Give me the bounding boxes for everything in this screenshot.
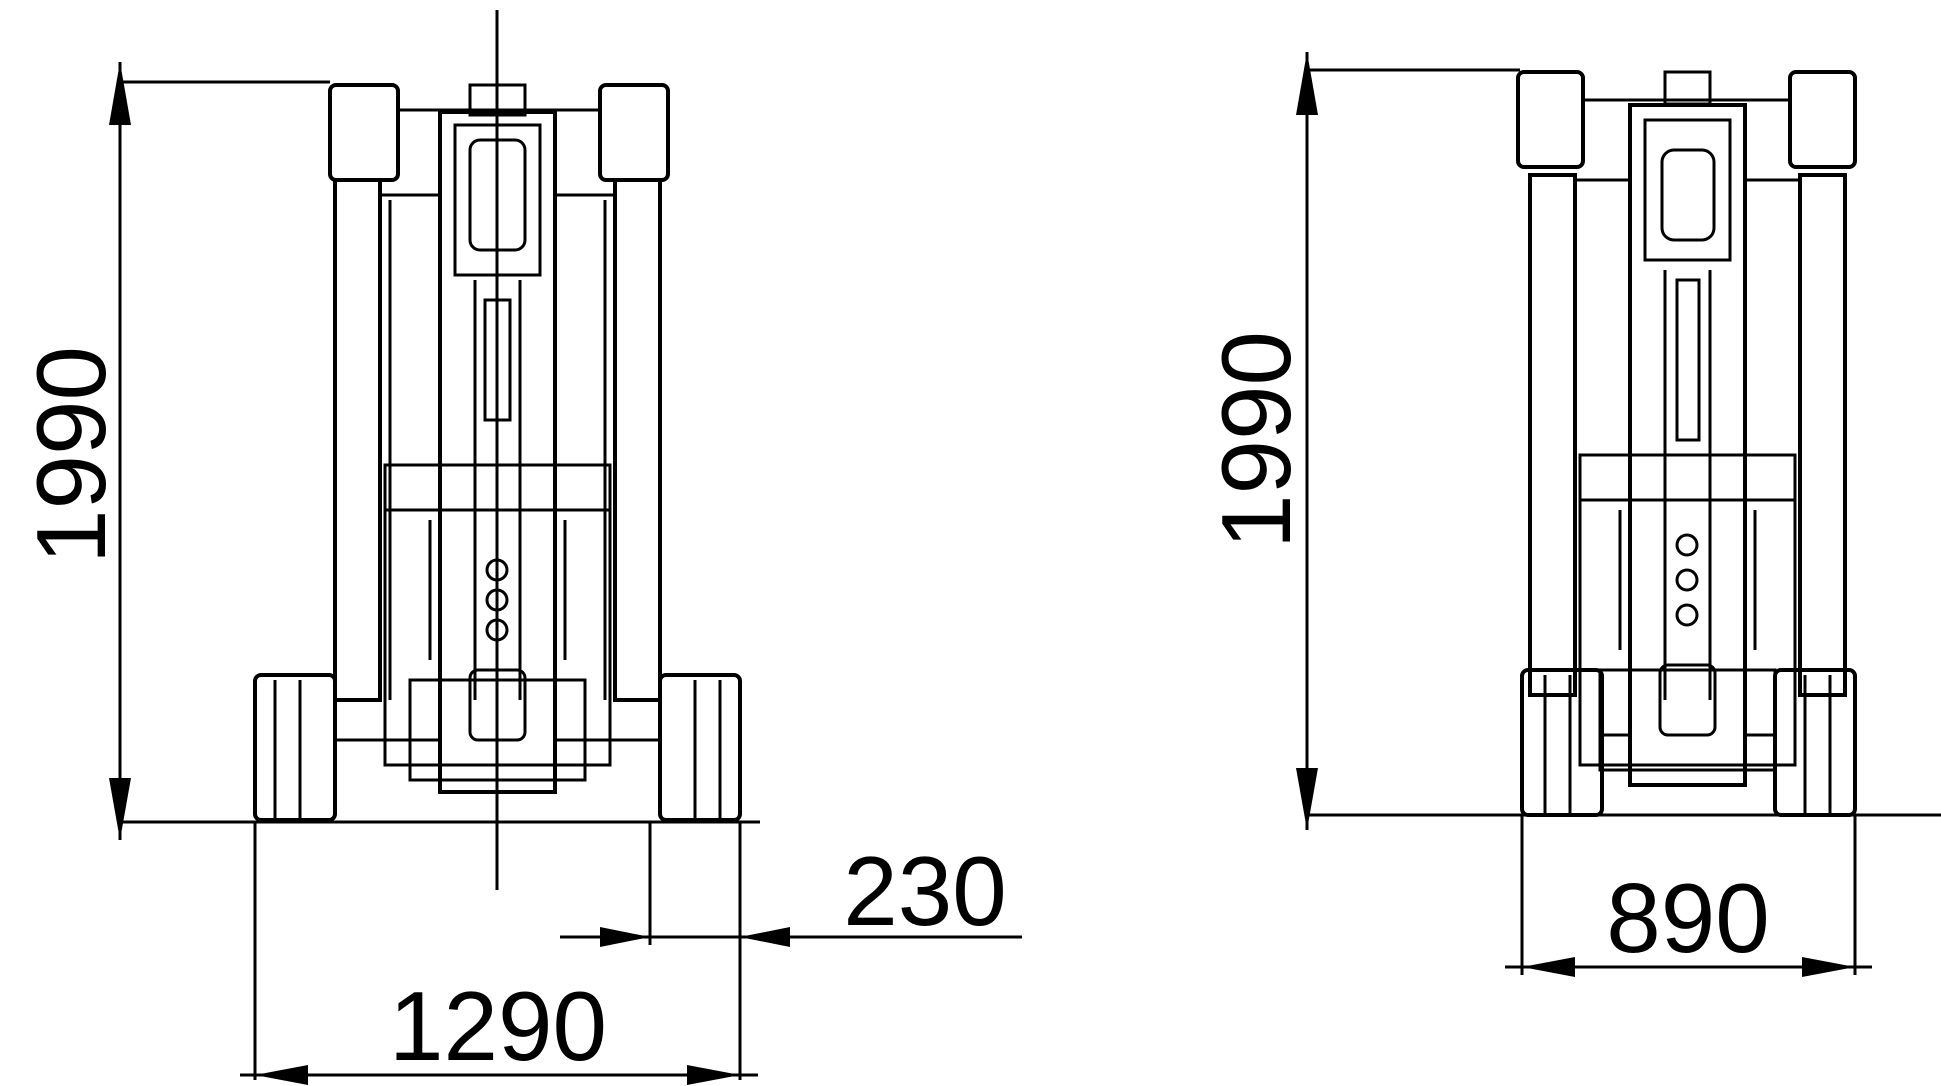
left-wheel-dimension: 230 (560, 822, 1022, 947)
left-front-view: 1990 (16, 10, 1022, 1085)
right-width-label: 890 (1606, 863, 1770, 973)
left-height-dimension: 1990 (16, 62, 760, 840)
right-machine-body (1516, 70, 1857, 817)
left-wheel-label: 230 (843, 836, 1007, 946)
left-width-dimension: 1290 (240, 822, 758, 1085)
right-height-dimension: 1990 (1201, 52, 1941, 830)
right-width-dimension: 890 (1505, 815, 1872, 977)
right-front-view: 1990 (1201, 52, 1941, 977)
right-height-label: 1990 (1201, 331, 1311, 549)
left-machine-body (253, 83, 742, 822)
left-width-label: 1290 (389, 971, 607, 1081)
left-height-label: 1990 (16, 346, 126, 564)
